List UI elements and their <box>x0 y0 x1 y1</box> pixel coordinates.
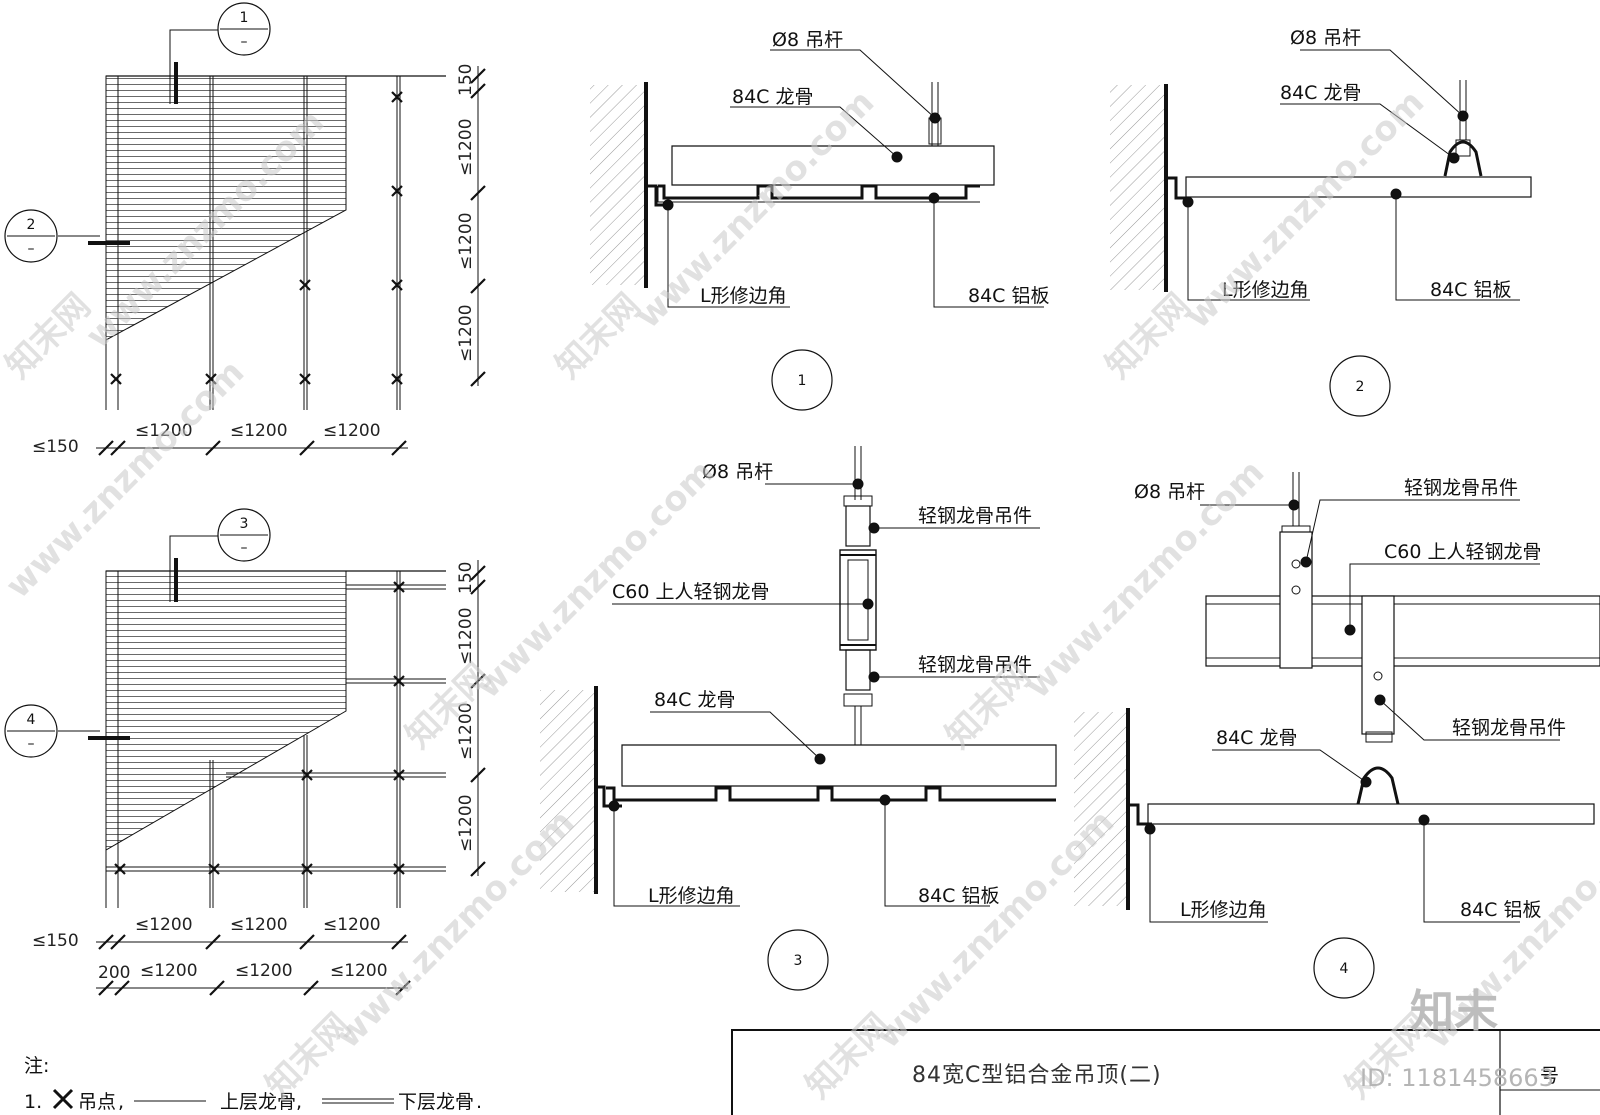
section-marker-2: 2 – <box>4 209 58 263</box>
plan-top <box>58 29 486 456</box>
title-block: 84宽C型铝合金吊顶(二) 号 <box>731 1029 1600 1115</box>
detail-4 <box>1074 472 1600 923</box>
svg-text:–: – <box>241 34 248 50</box>
svg-text:知末网: 知末网 <box>1098 286 1198 386</box>
dim-h-3: ≤1200 <box>323 421 381 441</box>
title-right-tag: 号 <box>1540 1065 1559 1087</box>
dim-h-2: ≤1200 <box>230 915 288 935</box>
dim-v-1: ≤1200 <box>456 118 476 176</box>
d2-trim-label: L形修边角 <box>1222 279 1309 301</box>
d4-c60-label: C60 上人轻钢龙骨 <box>1384 541 1541 563</box>
svg-text:,: , <box>118 1091 124 1113</box>
svg-text:–: – <box>28 736 35 752</box>
detail-1 <box>590 49 1044 308</box>
dim-h2-2: ≤1200 <box>235 961 293 981</box>
d4-hanger2-label: 轻钢龙骨吊件 <box>1452 717 1566 739</box>
hang-points <box>114 581 405 875</box>
watermark-id: ID: 1181458663 <box>1360 1064 1554 1092</box>
dim-h-1: ≤1200 <box>135 421 193 441</box>
legend-lower-keel: 下层龙骨 <box>398 1091 474 1113</box>
d2-rod-label: Ø8 吊杆 <box>1290 27 1361 49</box>
legend-upper-keel: 上层龙骨 <box>220 1091 296 1113</box>
ceiling-panel-area <box>105 570 347 851</box>
d4-rod-label: Ø8 吊杆 <box>1134 481 1205 503</box>
hang-points <box>110 91 403 385</box>
d1-trim-label: L形修边角 <box>700 285 787 307</box>
svg-text:–: – <box>28 241 35 257</box>
d1-keel-label: 84C 龙骨 <box>732 86 813 108</box>
dim-v-edge: 150 <box>456 562 476 594</box>
svg-text:–: – <box>241 540 248 556</box>
dim-h2-edge: 200 <box>98 963 130 983</box>
dim-h-edge: ≤150 <box>32 437 79 457</box>
dim-h-3: ≤1200 <box>323 915 381 935</box>
svg-text:.: . <box>476 1091 482 1113</box>
section-2-number: 2 <box>27 217 36 233</box>
d3-panel-label: 84C 铝板 <box>918 885 999 907</box>
d3-c60-label: C60 上人轻钢龙骨 <box>612 581 769 603</box>
svg-text:www.znzmo.com: www.znzmo.com <box>468 452 722 706</box>
detail-2-bubble <box>1329 355 1391 417</box>
d4-trim-label: L形修边角 <box>1180 899 1267 921</box>
section-3-number: 3 <box>240 516 249 532</box>
svg-text:www.znzmo.com: www.znzmo.com <box>868 802 1122 1056</box>
dim-h2-1: ≤1200 <box>140 961 198 981</box>
dim-v-1: ≤1200 <box>456 607 476 665</box>
d4-panel-label: 84C 铝板 <box>1460 899 1541 921</box>
detail-4-number: 4 <box>1340 961 1349 977</box>
plan-bottom <box>58 535 486 996</box>
notes-item-number: 1. <box>24 1091 42 1113</box>
d2-panel-label: 84C 铝板 <box>1430 279 1511 301</box>
section-marker-4: 4 – <box>4 704 58 758</box>
dim-v-3: ≤1200 <box>456 794 476 852</box>
section-1-number: 1 <box>240 10 249 26</box>
dim-h2-3: ≤1200 <box>330 961 388 981</box>
dim-v-2: ≤1200 <box>456 702 476 760</box>
d3-trim-label: L形修边角 <box>648 885 735 907</box>
drawing-title: 84宽C型铝合金吊顶(二) <box>912 1063 1162 1088</box>
dim-v-edge: 150 <box>456 64 476 96</box>
detail-3-bubble <box>767 929 829 991</box>
dim-h-2: ≤1200 <box>230 421 288 441</box>
d3-hanger1-label: 轻钢龙骨吊件 <box>918 505 1032 527</box>
d3-hanger2-label: 轻钢龙骨吊件 <box>918 654 1032 676</box>
dim-v-3: ≤1200 <box>456 304 476 362</box>
d3-rod-label: Ø8 吊杆 <box>702 461 773 483</box>
detail-2 <box>1110 49 1532 301</box>
d4-keel-label: 84C 龙骨 <box>1216 727 1297 749</box>
detail-2-number: 2 <box>1356 379 1365 395</box>
detail-1-number: 1 <box>798 373 807 389</box>
dim-h-edge: ≤150 <box>32 931 79 951</box>
dim-v-2: ≤1200 <box>456 212 476 270</box>
detail-3 <box>540 446 1057 907</box>
hang-point-symbol-icon <box>52 1088 74 1110</box>
dim-h-1: ≤1200 <box>135 915 193 935</box>
notes: 注: 1. 吊点 , 上层龙骨 , 下层龙骨 . <box>24 1055 482 1113</box>
svg-text:,: , <box>296 1091 302 1113</box>
detail-1-bubble <box>771 349 833 411</box>
detail-3-number: 3 <box>794 953 803 969</box>
section-marker-3: 3 – <box>217 508 271 562</box>
svg-text:知末网: 知末网 <box>0 286 98 386</box>
section-4-number: 4 <box>27 712 36 728</box>
d4-hanger1-label: 轻钢龙骨吊件 <box>1404 477 1518 499</box>
d1-rod-label: Ø8 吊杆 <box>772 29 843 51</box>
notes-heading: 注: <box>24 1055 49 1077</box>
detail-4-bubble <box>1313 937 1375 999</box>
d3-keel-label: 84C 龙骨 <box>654 689 735 711</box>
svg-text:www.znzmo.com: www.znzmo.com <box>0 352 252 606</box>
legend-hang-point: 吊点 <box>78 1091 116 1113</box>
d2-keel-label: 84C 龙骨 <box>1280 82 1361 104</box>
section-marker-1: 1 – <box>217 2 271 56</box>
watermark-logo: 知末 <box>1410 986 1498 1037</box>
d1-panel-label: 84C 铝板 <box>968 285 1049 307</box>
svg-text:知末网: 知末网 <box>548 286 648 386</box>
